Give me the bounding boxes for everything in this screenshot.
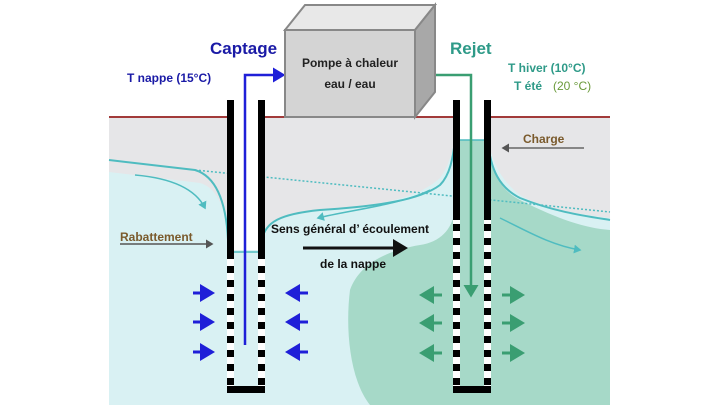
- inflow-arrows: [193, 284, 308, 361]
- t-hiver-label: T hiver (10°C): [508, 61, 585, 75]
- water-table-center-arrow: [316, 189, 431, 221]
- rejet-label: Rejet: [450, 39, 492, 58]
- captage-label: Captage: [210, 39, 277, 58]
- water-table-right: [487, 139, 611, 221]
- flow-label-line2: de la nappe: [320, 257, 386, 271]
- outflow-arrows: [419, 286, 525, 362]
- t-ete-value: (20 °C): [553, 79, 591, 93]
- water-table-center: [261, 139, 456, 241]
- water-table-left-arrow: [134, 174, 207, 210]
- rabattement-label: Rabattement: [120, 230, 193, 244]
- heat-pump-box: [282, 2, 438, 120]
- captage-pipe: [243, 67, 286, 345]
- t-nappe-label: T nappe (15°C): [127, 71, 211, 85]
- t-ete-label: T été: [514, 79, 542, 93]
- rejet-pipe: [430, 73, 479, 298]
- pump-label-line2: eau / eau: [324, 77, 375, 91]
- water-table-right-arrow: [499, 217, 582, 254]
- pump-label-line1: Pompe à chaleur: [302, 56, 398, 70]
- flow-label-line1: Sens général d’ écoulement: [271, 222, 429, 236]
- charge-label: Charge: [523, 132, 565, 146]
